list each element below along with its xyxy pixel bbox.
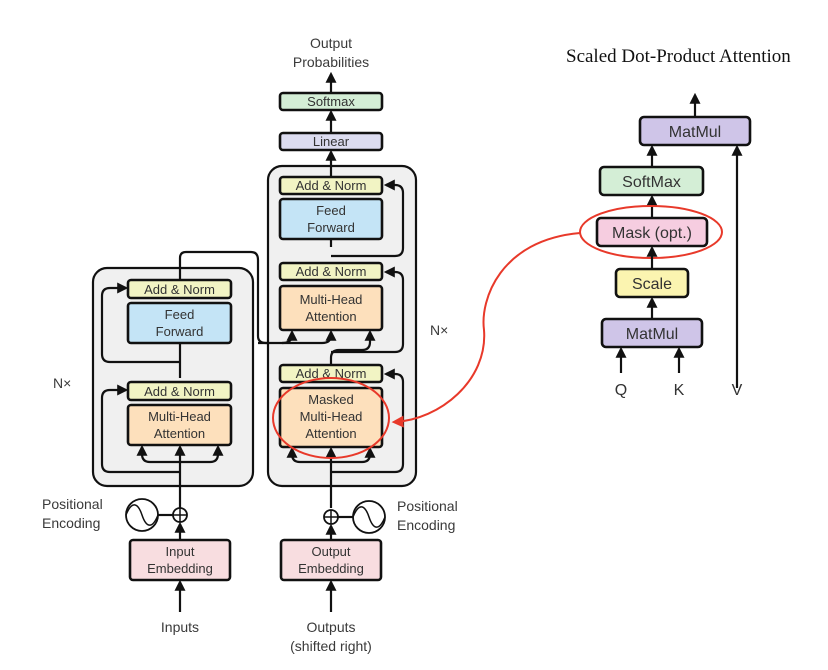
- sdpa-softmax-label: SoftMax: [622, 174, 681, 191]
- scaled-dot-product-attention: Scaled Dot-Product Attention MatMul Soft…: [566, 46, 791, 399]
- decoder-pe-label-2: Encoding: [397, 517, 455, 533]
- decoder-masked-attention: [278, 386, 384, 449]
- decoder-qkv-right: [331, 446, 376, 464]
- decoder-add-norm-3: [278, 175, 384, 196]
- decoder-residual-3: [331, 179, 405, 258]
- decoder-residual-2: [331, 266, 405, 354]
- sdpa-matmul-top-label: MatMul: [669, 124, 721, 141]
- decoder-feed-forward: [278, 197, 384, 241]
- encoder-multi-head-attention: [126, 403, 233, 447]
- decoder: N× Add & Norm Feed Forward Add & Norm Mu…: [258, 35, 458, 654]
- encoder-repeat-label: N×: [53, 375, 71, 391]
- sdpa-title: Scaled Dot-Product Attention: [566, 46, 791, 67]
- encoder-feed-forward: [126, 301, 233, 345]
- softmax-block: [278, 91, 384, 112]
- output-embedding-label-2: Embedding: [298, 561, 364, 576]
- sdpa-matmul-bottom-label: MatMul: [626, 326, 678, 343]
- masked-attn-label-2: Multi-Head: [300, 409, 363, 424]
- encoder-add-norm-1-label: Add & Norm: [144, 384, 215, 399]
- outputs-label-1: Outputs: [306, 619, 355, 635]
- output-embedding-label-1: Output: [311, 544, 350, 559]
- encoder-qkv-left: [136, 444, 180, 464]
- encoder-attention-label-2: Attention: [154, 426, 205, 441]
- decoder-repeat-label: N×: [430, 322, 448, 338]
- linear-block: [278, 131, 384, 152]
- decoder-cross-q: [329, 329, 376, 366]
- encoder-residual-1: [100, 384, 180, 474]
- masked-attn-label-1: Masked: [308, 392, 354, 407]
- decoder-add-norm-1: [278, 363, 384, 384]
- decoder-add-norm-1-label: Add & Norm: [296, 366, 367, 381]
- decoder-add-norm-2: [278, 261, 384, 282]
- mask-connector-arrow: [391, 232, 581, 428]
- decoder-qkv-left: [286, 446, 331, 464]
- masked-attn-label-3: Attention: [305, 426, 356, 441]
- sdpa-v-label: V: [732, 382, 743, 399]
- sdpa-q-label: Q: [615, 382, 627, 399]
- softmax-label: Softmax: [307, 94, 355, 109]
- encoder-add-norm-2-label: Add & Norm: [144, 282, 215, 297]
- encoder-to-decoder-wire: [178, 250, 282, 345]
- decoder-ff-label-1: Feed: [316, 203, 346, 218]
- decoder-cross-attn-label-2: Attention: [305, 309, 356, 324]
- sdpa-matmul-bottom: [600, 317, 704, 349]
- inputs-label: Inputs: [161, 619, 199, 635]
- encoder-add-norm-1: [126, 380, 233, 402]
- decoder-cross-attention: [278, 284, 384, 332]
- encoder-attention-label-1: Multi-Head: [148, 409, 211, 424]
- encoder-feed-forward-label-2: Forward: [156, 324, 204, 339]
- decoder-cross-attn-label-1: Multi-Head: [300, 292, 363, 307]
- decoder-cross-v: [258, 329, 337, 345]
- output-probabilities-label-2: Probabilities: [293, 54, 369, 70]
- encoder-stack-box: [91, 266, 255, 488]
- sdpa-k-label: K: [674, 382, 685, 399]
- encoder-residual-2: [100, 282, 180, 364]
- output-probabilities-label-1: Output: [310, 35, 352, 51]
- outputs-label-2: (shifted right): [290, 638, 372, 654]
- decoder-ff-label-2: Forward: [307, 220, 355, 235]
- masked-attention-highlight: [272, 377, 390, 459]
- sdpa-scale-label: Scale: [632, 276, 672, 293]
- encoder-add-norm-2: [126, 278, 233, 300]
- decoder-pe-label-1: Positional: [397, 498, 458, 514]
- encoder-qkv-right: [180, 444, 224, 464]
- linear-label: Linear: [313, 134, 350, 149]
- decoder-add-norm-3-label: Add & Norm: [296, 178, 367, 193]
- encoder-pe-label-2: Encoding: [42, 515, 100, 531]
- encoder: N× Add & Norm Feed Forward Add & Norm Mu…: [42, 250, 282, 635]
- decoder-add-norm-2-label: Add & Norm: [296, 264, 367, 279]
- input-embedding-label-2: Embedding: [147, 561, 213, 576]
- sdpa-mask-label: Mask (opt.): [612, 225, 692, 242]
- encoder-pe-label-1: Positional: [42, 496, 103, 512]
- sdpa-matmul-top: [638, 115, 752, 147]
- encoder-feed-forward-label-1: Feed: [165, 307, 195, 322]
- input-embedding-label-1: Input: [166, 544, 195, 559]
